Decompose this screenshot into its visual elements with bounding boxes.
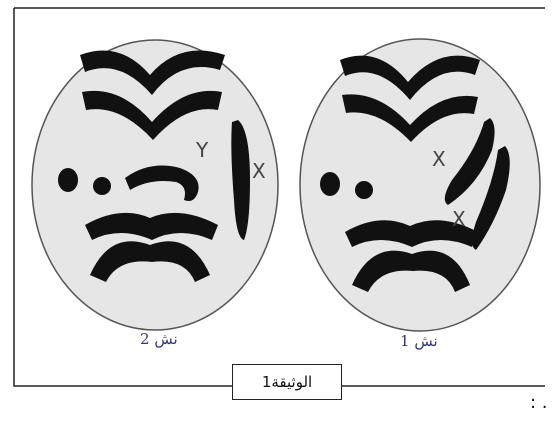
cell-2-chromosome-dot-2 <box>93 177 111 195</box>
document-title-box: الوثيقة1 <box>232 364 342 400</box>
cell-1-sex-label-x-2: X <box>452 207 466 231</box>
cell-2-sex-label-x: X <box>252 159 266 183</box>
cell-1-chromosome-dot-2 <box>355 181 373 199</box>
cell-2-chromosome-dot-1 <box>58 168 78 192</box>
cell-2: Y X <box>32 40 278 330</box>
cell-1-chromosome-dot-1 <box>320 172 340 196</box>
document-title: الوثيقة1 <box>262 373 312 391</box>
cell-2-label: نش 2 <box>140 330 178 348</box>
cell-1-label: نش 1 <box>400 332 438 350</box>
cell-2-sex-label-y: Y <box>195 138 209 162</box>
trailing-mark: : . <box>530 392 548 413</box>
cell-1: X X <box>300 39 540 331</box>
cell-1-sex-label-x-1: X <box>432 147 446 171</box>
